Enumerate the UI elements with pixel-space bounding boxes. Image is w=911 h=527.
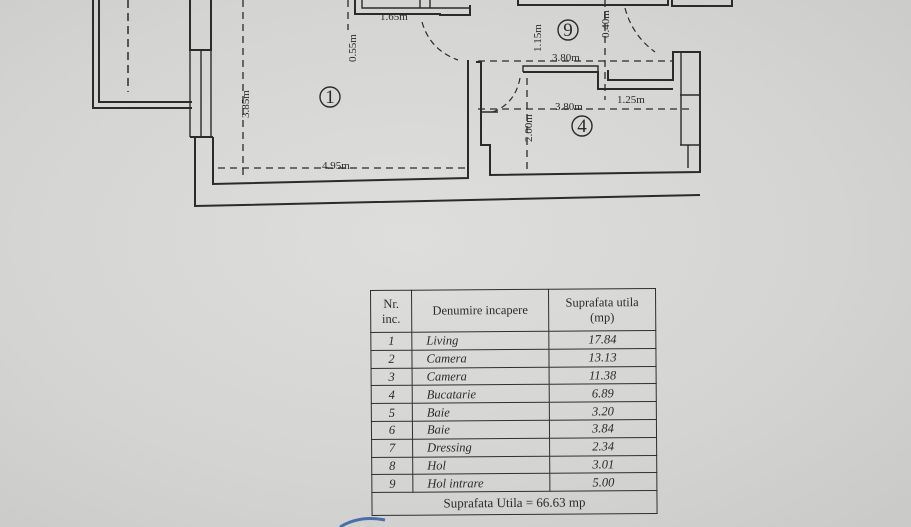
cell-name: Camera [412, 366, 550, 386]
cell-nr: 9 [371, 474, 413, 493]
cell-name: Living [411, 331, 549, 351]
cell-name: Baie [412, 402, 550, 422]
cell-nr: 7 [371, 438, 413, 458]
cell-nr: 2 [370, 350, 413, 369]
pen-mark [339, 517, 386, 527]
dimension-label: 3.80m [555, 101, 583, 113]
room-number-kitchen: 4 [577, 116, 587, 137]
room-number-circle [571, 115, 593, 137]
cell-nr: 5 [371, 403, 413, 422]
header-nr: Nr. inc. [370, 290, 412, 333]
header-name: Denumire incapere [411, 289, 549, 333]
cell-nr: 4 [371, 385, 413, 404]
dimension-label: 2.00m [523, 114, 535, 142]
cell-area: 3.01 [549, 455, 657, 474]
dimension-label: 3.85m [240, 90, 252, 118]
dimension-label: 1.65m [380, 11, 408, 23]
cell-name: Baie [412, 420, 550, 439]
cell-nr: 6 [371, 421, 413, 440]
walls [92, 0, 733, 208]
table-total-row: Suprafata Utila = 66.63 mp [371, 490, 658, 516]
cell-nr: 1 [370, 332, 412, 351]
dimension-label: 4.95m [322, 160, 350, 172]
cell-nr: 8 [371, 456, 413, 475]
room-number-circle [557, 19, 579, 41]
cell-area: 3.20 [549, 401, 657, 421]
table-header-row: Nr. inc. Denumire incapere Suprafata uti… [370, 288, 656, 333]
cell-name: Dressing [412, 438, 550, 457]
door-swings [421, 7, 656, 114]
cell-name: Hol [412, 455, 550, 475]
cell-area: 2.34 [549, 437, 657, 456]
dimension-label: 3.80m [552, 52, 580, 64]
cell-name: Hol intrare [412, 473, 550, 493]
cell-nr: 3 [371, 367, 413, 386]
cell-area: 5.00 [549, 472, 657, 492]
dimension-label: 1.15m [532, 24, 544, 52]
room-number-hall: 9 [563, 20, 573, 41]
cell-area: 6.89 [549, 383, 657, 403]
room-area-table: Nr. inc. Denumire incapere Suprafata uti… [370, 288, 658, 516]
dimension-label: 1.25m [617, 94, 645, 106]
header-area: Suprafata utila (mp) [548, 288, 656, 332]
cell-area: 11.38 [549, 366, 657, 385]
cell-area: 3.84 [549, 419, 657, 439]
cell-name: Camera [411, 349, 550, 368]
cell-area: 13.13 [548, 348, 657, 367]
total-area: Suprafata Utila = 66.63 mp [371, 490, 658, 516]
dimension-lines [218, 0, 690, 180]
cell-name: Bucatarie [412, 384, 550, 404]
dimension-label: 0.55m [347, 34, 359, 62]
cell-area: 17.84 [548, 330, 656, 350]
room-number-circle [319, 86, 341, 108]
room-number-living: 1 [325, 87, 335, 108]
dimension-label: 0.40m [600, 10, 612, 38]
